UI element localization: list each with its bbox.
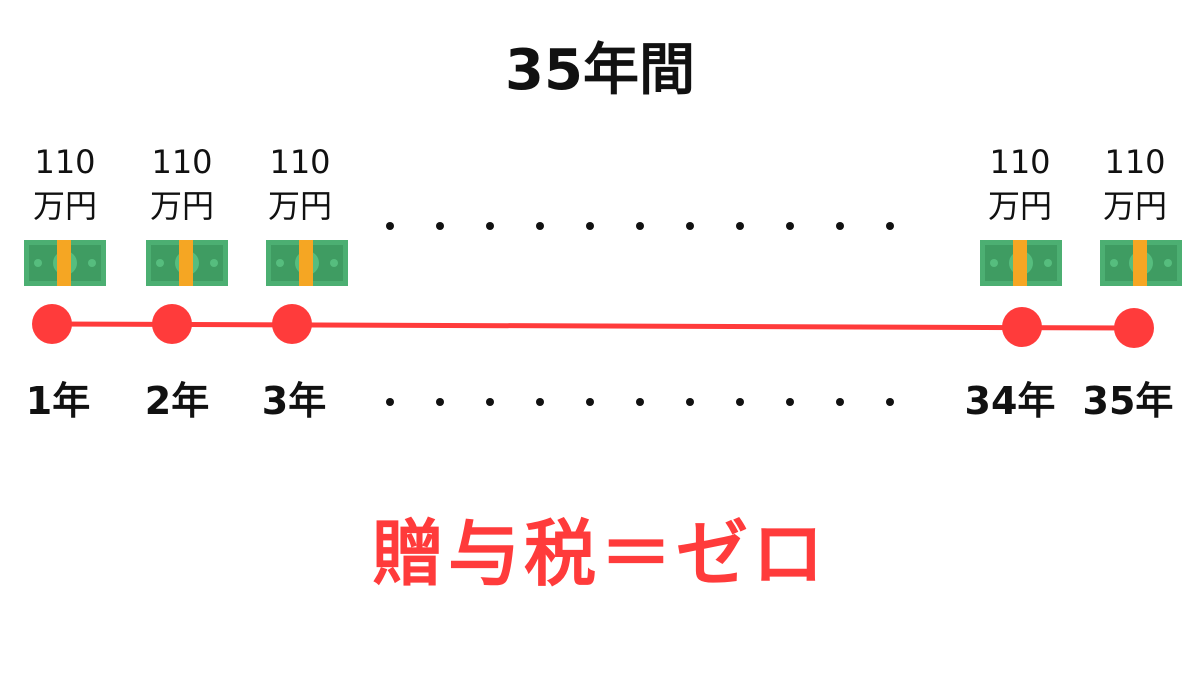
amount-value: 110 [151, 143, 213, 181]
amount-unit: 万円 [267, 187, 332, 225]
amount-label-1: 110 万円 [0, 140, 130, 228]
amount-unit: 万円 [149, 187, 214, 225]
year-label-2: 2年 [144, 379, 210, 423]
timeline-point-icon [1114, 308, 1154, 348]
timeline-point-icon [32, 304, 72, 344]
banknote-bundle-icon [24, 240, 106, 286]
diagram-title: 35年間 [505, 38, 695, 103]
amount-label-2: 110 万円 [117, 140, 247, 228]
amount-value: 110 [269, 143, 331, 181]
amount-unit: 万円 [1102, 187, 1167, 225]
timeline [32, 304, 1154, 348]
conclusion-text: 贈与税＝ゼロ [371, 512, 828, 596]
year-label-1: 1年 [25, 379, 91, 423]
amount-value: 110 [989, 143, 1051, 181]
amount-unit: 万円 [987, 187, 1052, 225]
timeline-point-icon [272, 304, 312, 344]
banknote-bundle-icon [1100, 240, 1182, 286]
ellipsis-dots-bottom [370, 398, 910, 406]
amount-value: 110 [34, 143, 96, 181]
amount-label-35: 110 万円 [1070, 140, 1200, 228]
timeline-point-icon [1002, 307, 1042, 347]
banknote-bundle-icon [266, 240, 348, 286]
timeline-point-icon [152, 304, 192, 344]
ellipsis-dots-top [370, 222, 910, 230]
year-label-35: 35年 [1082, 379, 1174, 423]
year-label-3: 3年 [261, 379, 327, 423]
amount-label-3: 110 万円 [235, 140, 365, 228]
amount-value: 110 [1104, 143, 1166, 181]
banknote-bundle-icon [146, 240, 228, 286]
amount-unit: 万円 [32, 187, 97, 225]
timeline-line [51, 321, 1135, 331]
banknote-bundle-icon [980, 240, 1062, 286]
year-label-34: 34年 [964, 379, 1056, 423]
amount-label-34: 110 万円 [955, 140, 1085, 228]
